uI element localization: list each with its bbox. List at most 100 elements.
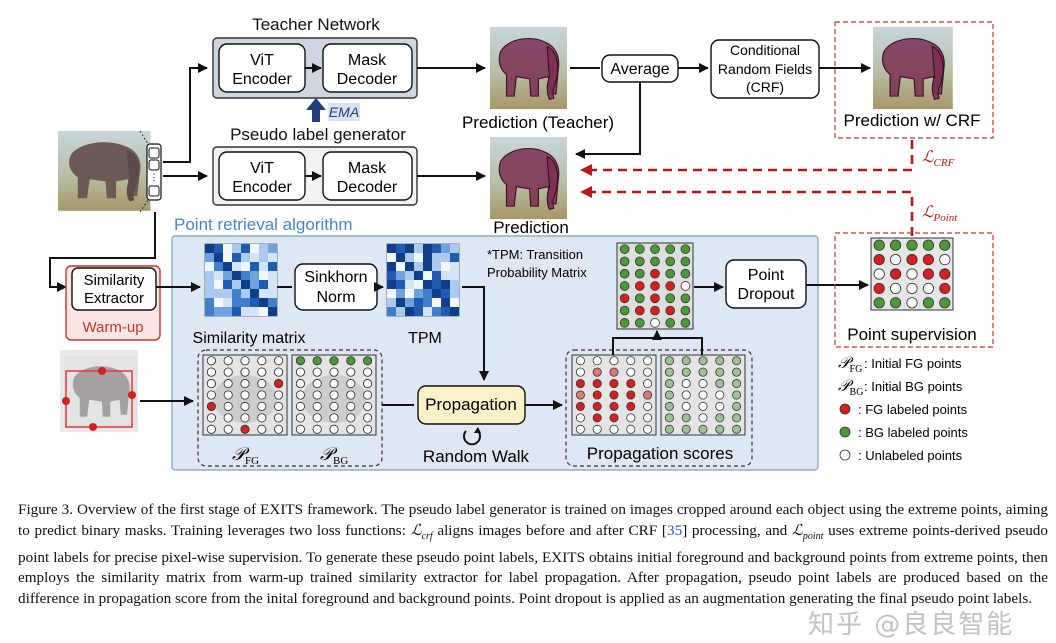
matrix-cell xyxy=(259,262,268,271)
grid-point xyxy=(939,268,951,280)
loss-point-label: ℒPoint xyxy=(922,204,958,224)
matrix-cell xyxy=(441,253,450,262)
grid-point xyxy=(295,390,305,400)
point-supervision-grid xyxy=(870,237,954,311)
grid-point xyxy=(873,282,885,294)
matrix-cell xyxy=(205,271,214,280)
legend-text: : Initial FG points xyxy=(864,356,962,371)
grid-point xyxy=(240,401,250,411)
propagation-label: Propagation xyxy=(425,395,517,414)
grid-point xyxy=(257,356,267,366)
grid-point xyxy=(295,379,305,389)
grid-point xyxy=(665,305,676,316)
matrix-cell xyxy=(232,253,241,262)
grid-point xyxy=(939,282,951,294)
matrix-cell xyxy=(259,307,268,316)
grid-point xyxy=(906,297,918,309)
watermark: 知乎 @良良智能 xyxy=(808,610,1015,640)
grid-point xyxy=(715,379,725,389)
grid-point xyxy=(592,379,602,389)
matrix-cell xyxy=(250,298,259,307)
similarity-extractor-box xyxy=(71,267,157,311)
matrix-cell xyxy=(205,289,214,298)
matrix-cell xyxy=(450,271,459,280)
tpm-note-line1: *TPM: Transition xyxy=(487,247,583,262)
grid-point xyxy=(715,356,725,366)
grid-point xyxy=(681,424,691,434)
legend-dot xyxy=(839,403,851,415)
ema-arrow xyxy=(306,98,326,122)
matrix-cell xyxy=(387,271,396,280)
grid-point xyxy=(626,356,636,366)
matrix-cell xyxy=(232,262,241,271)
matrix-cell xyxy=(259,298,268,307)
caption-part1: Figure 3. Overview of the first stage of… xyxy=(18,501,1048,539)
grid-point xyxy=(223,424,233,434)
crf-prediction-image xyxy=(872,26,954,110)
grid-point xyxy=(664,379,674,389)
matrix-cell xyxy=(259,271,268,280)
grid-point xyxy=(681,356,691,366)
grid-point xyxy=(650,318,660,328)
matrix-cell xyxy=(414,307,423,316)
matrix-cell xyxy=(396,280,405,289)
matrix-cell xyxy=(223,244,232,253)
matrix-cell xyxy=(405,307,414,316)
caption-ref[interactable]: 35 xyxy=(667,521,683,539)
grid-point xyxy=(715,390,725,400)
matrix-cell xyxy=(214,271,223,280)
grid-point xyxy=(346,424,356,434)
grid-point xyxy=(922,239,934,251)
grid-point xyxy=(643,390,653,400)
matrix-cell xyxy=(396,271,405,280)
matrix-cell xyxy=(414,289,423,298)
grid-point xyxy=(609,413,619,423)
grid-point xyxy=(890,282,902,294)
sinkhorn-line1: Sinkhorn xyxy=(304,269,367,286)
grid-point xyxy=(715,401,725,411)
grid-point xyxy=(575,401,585,411)
caption-l-crf: ℒcrf xyxy=(410,521,433,542)
teacher-decoder xyxy=(322,43,413,93)
matrix-cell xyxy=(450,244,459,253)
matrix-cell xyxy=(205,307,214,316)
matrix-cell xyxy=(414,262,423,271)
grid-point xyxy=(609,367,619,377)
grid-point xyxy=(274,356,284,366)
grid-point xyxy=(643,424,653,434)
matrix-cell xyxy=(241,307,250,316)
grid-point xyxy=(906,282,918,294)
grid-point xyxy=(363,379,373,389)
grid-point xyxy=(240,367,250,377)
matrix-cell xyxy=(450,289,459,298)
grid-point xyxy=(665,318,676,328)
crf-prediction-label: Prediction w/ CRF xyxy=(844,111,981,130)
matrix-cell xyxy=(414,253,423,262)
grid-point xyxy=(650,268,660,279)
grid-point xyxy=(732,367,742,377)
grid-point xyxy=(240,390,250,400)
matrix-cell xyxy=(405,280,414,289)
tpm-note-line2: Probability Matrix xyxy=(487,265,587,280)
matrix-cell xyxy=(432,253,441,262)
legend-symbol: 𝒫BG xyxy=(838,378,863,398)
matrix-cell xyxy=(405,271,414,280)
grid-point xyxy=(575,379,585,389)
matrix-cell xyxy=(405,253,414,262)
teacher-encoder-line2: Encoder xyxy=(232,71,292,88)
grid-point xyxy=(890,254,902,266)
grid-point xyxy=(346,379,356,389)
grid-point xyxy=(223,367,233,377)
grid-point xyxy=(922,282,934,294)
grid-point xyxy=(312,424,322,434)
matrix-cell xyxy=(232,271,241,280)
propagation-scores-group xyxy=(565,349,753,467)
matrix-cell xyxy=(387,280,396,289)
grid-point xyxy=(732,413,742,423)
grid-point xyxy=(634,244,645,254)
matrix-cell xyxy=(241,289,250,298)
matrix-cell xyxy=(414,298,423,307)
grid-point xyxy=(680,293,691,304)
generator-decoder-line1: Mask xyxy=(348,160,387,177)
